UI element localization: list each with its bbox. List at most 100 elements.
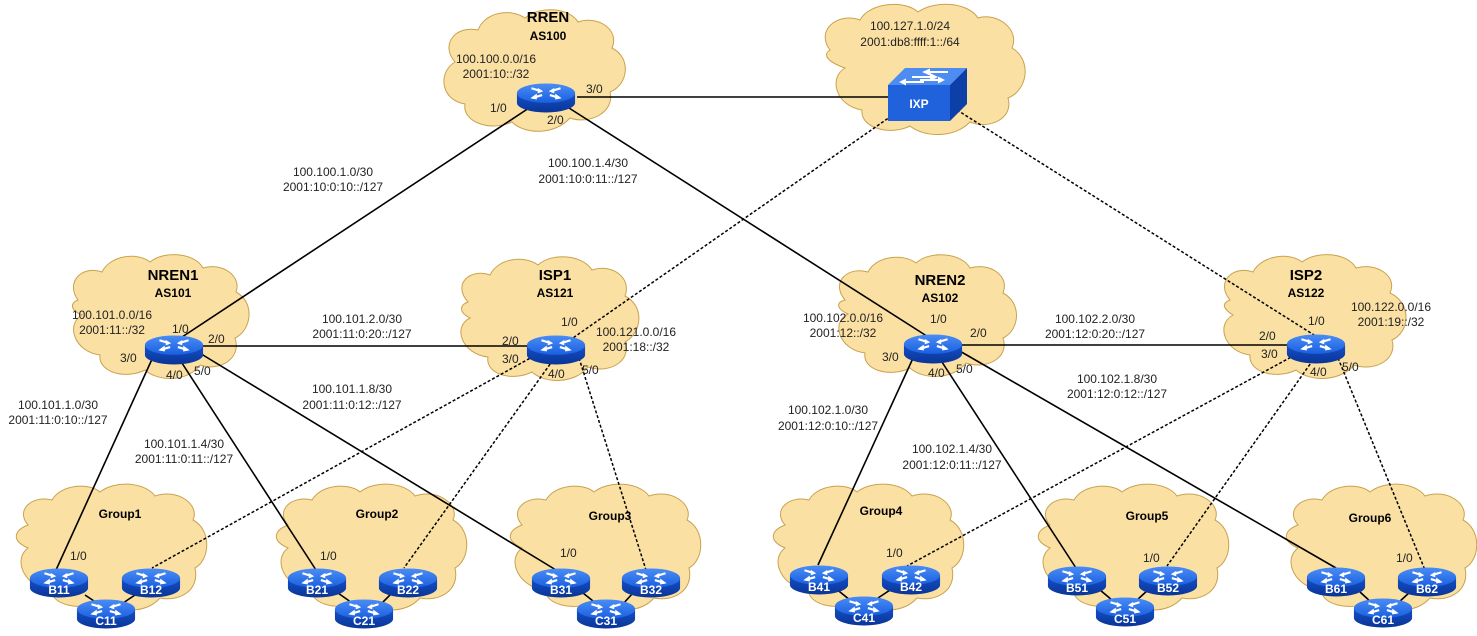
ixp-v6-prefix: 2001:db8:ffff:1::/64 bbox=[860, 35, 960, 49]
router-c41[interactable]: C41 bbox=[833, 595, 895, 627]
if-label: 1/0 bbox=[886, 546, 903, 560]
isp1-v6-prefix: 2001:18::/32 bbox=[603, 340, 670, 354]
router-label: B31 bbox=[550, 583, 572, 597]
router-label: C61 bbox=[1372, 613, 1394, 627]
router-label: B41 bbox=[808, 580, 830, 594]
if-label: 4/0 bbox=[928, 366, 945, 380]
router-label: C51 bbox=[1114, 612, 1136, 626]
cloud-rren bbox=[443, 9, 626, 132]
isp2-v6-prefix: 2001:19::/32 bbox=[1358, 315, 1425, 329]
rren-v4-prefix: 100.100.0.0/16 bbox=[456, 52, 536, 66]
group1-title: Group1 bbox=[99, 507, 142, 521]
router-b31[interactable]: B31 bbox=[530, 567, 592, 599]
switch-arrows-icon bbox=[899, 68, 948, 86]
isp2-as: AS122 bbox=[1288, 286, 1325, 300]
nren1-v4-prefix: 100.101.0.0/16 bbox=[72, 308, 152, 322]
router-c61[interactable]: C61 bbox=[1352, 597, 1414, 629]
router-b61[interactable]: B61 bbox=[1305, 566, 1367, 598]
nren2-v4-prefix: 100.102.0.0/16 bbox=[803, 311, 883, 325]
router-c31[interactable]: C31 bbox=[575, 598, 637, 630]
router-b11[interactable]: B11 bbox=[28, 567, 90, 599]
if-label: 2/0 bbox=[208, 332, 225, 346]
switch-ixp[interactable]: IXP bbox=[888, 68, 967, 121]
if-label: 3/0 bbox=[1261, 347, 1278, 361]
router-label: C11 bbox=[95, 614, 117, 628]
link-label-v6: 2001:12:0:11::/127 bbox=[902, 458, 1002, 472]
link-label-v6: 2001:12:0:10::/127 bbox=[778, 419, 878, 433]
link-ixp-isp1 bbox=[569, 109, 901, 341]
link-rren-nren2 bbox=[568, 107, 934, 341]
router-c21[interactable]: C21 bbox=[333, 598, 395, 630]
link-label-v4: 100.102.1.8/30 bbox=[1077, 372, 1157, 386]
router-label: C21 bbox=[353, 614, 375, 628]
nren1-v6-prefix: 2001:11::/32 bbox=[79, 323, 145, 337]
router-rren[interactable] bbox=[515, 82, 577, 114]
cloud-isp1 bbox=[460, 256, 640, 381]
link-label-v6: 2001:11:0:11::/127 bbox=[135, 452, 234, 466]
router-b62[interactable]: B62 bbox=[1396, 566, 1458, 598]
router-label: C31 bbox=[595, 614, 617, 628]
router-b51[interactable]: B51 bbox=[1046, 565, 1108, 597]
nren2-v6-prefix: 2001:12::/32 bbox=[810, 326, 877, 340]
router-nren2[interactable] bbox=[902, 333, 964, 365]
router-label: B32 bbox=[640, 583, 662, 597]
rren-as: AS100 bbox=[530, 29, 567, 43]
nren1-as: AS101 bbox=[155, 286, 192, 300]
link-isp2-b42 bbox=[906, 354, 1296, 567]
router-label: C41 bbox=[853, 611, 875, 625]
if-label: 5/0 bbox=[194, 364, 211, 378]
if-label: 2/0 bbox=[970, 326, 987, 340]
router-label: B51 bbox=[1066, 581, 1088, 595]
if-label: 1/0 bbox=[1143, 551, 1160, 565]
link-label-v4: 100.101.2.0/30 bbox=[322, 312, 402, 326]
link-nren1-b31 bbox=[197, 351, 557, 571]
router-b32[interactable]: B32 bbox=[620, 567, 682, 599]
link-rren-nren1 bbox=[175, 107, 530, 342]
if-label: 1/0 bbox=[1308, 314, 1325, 328]
isp1-as: AS121 bbox=[537, 286, 574, 300]
link-isp2-b62 bbox=[1337, 357, 1426, 571]
isp1-v4-prefix: 100.121.0.0/16 bbox=[596, 325, 676, 339]
router-b42[interactable]: B42 bbox=[880, 564, 942, 596]
router-b21[interactable]: B21 bbox=[286, 567, 348, 599]
router-b41[interactable]: B41 bbox=[788, 564, 850, 596]
group3-title: Group3 bbox=[589, 509, 632, 523]
link-nren1-b11 bbox=[55, 356, 154, 571]
isp2-v4-prefix: 100.122.0.0/16 bbox=[1351, 300, 1431, 314]
router-b12[interactable]: B12 bbox=[120, 567, 182, 599]
ixp-switch-label: IXP bbox=[909, 97, 928, 111]
link-label-v6: 2001:11:0:20::/127 bbox=[312, 327, 412, 341]
link-label-v4: 100.102.2.0/30 bbox=[1055, 312, 1135, 326]
link-label-v6: 2001:12:0:12::/127 bbox=[1067, 387, 1167, 401]
link-isp1-b22 bbox=[403, 359, 554, 569]
router-c51[interactable]: C51 bbox=[1094, 596, 1156, 628]
if-label: 2/0 bbox=[1259, 329, 1276, 343]
router-label: B12 bbox=[140, 583, 162, 597]
ixp-v4-prefix: 100.127.1.0/24 bbox=[870, 19, 950, 33]
router-b22[interactable]: B22 bbox=[377, 567, 439, 599]
router-b52[interactable]: B52 bbox=[1137, 565, 1199, 597]
router-nren1[interactable] bbox=[143, 334, 205, 366]
group2-title: Group2 bbox=[356, 507, 399, 521]
if-label: 3/0 bbox=[120, 351, 137, 365]
if-label: 1/0 bbox=[930, 312, 947, 326]
link-label-v4: 100.101.1.4/30 bbox=[144, 437, 224, 451]
router-isp2[interactable] bbox=[1285, 333, 1347, 365]
link-label-v4: 100.102.1.0/30 bbox=[788, 403, 868, 417]
router-isp1[interactable] bbox=[525, 334, 587, 366]
group4-title: Group4 bbox=[860, 504, 903, 518]
link-nren1-b21 bbox=[179, 359, 317, 571]
link-label-v4: 100.100.1.4/30 bbox=[548, 156, 628, 170]
link-label-v6: 2001:12:0:20::/127 bbox=[1045, 327, 1145, 341]
if-label: 4/0 bbox=[548, 367, 565, 381]
link-ixp-isp2 bbox=[956, 109, 1323, 341]
if-label: 4/0 bbox=[166, 368, 183, 382]
link-isp2-b52 bbox=[1166, 359, 1314, 567]
router-c11[interactable]: C11 bbox=[75, 598, 137, 630]
if-label: 1/0 bbox=[561, 315, 578, 329]
group5-title: Group5 bbox=[1126, 509, 1169, 523]
router-label: B42 bbox=[900, 580, 922, 594]
link-label-v6: 2001:10:0:11::/127 bbox=[538, 172, 638, 186]
router-label: B21 bbox=[306, 583, 328, 597]
